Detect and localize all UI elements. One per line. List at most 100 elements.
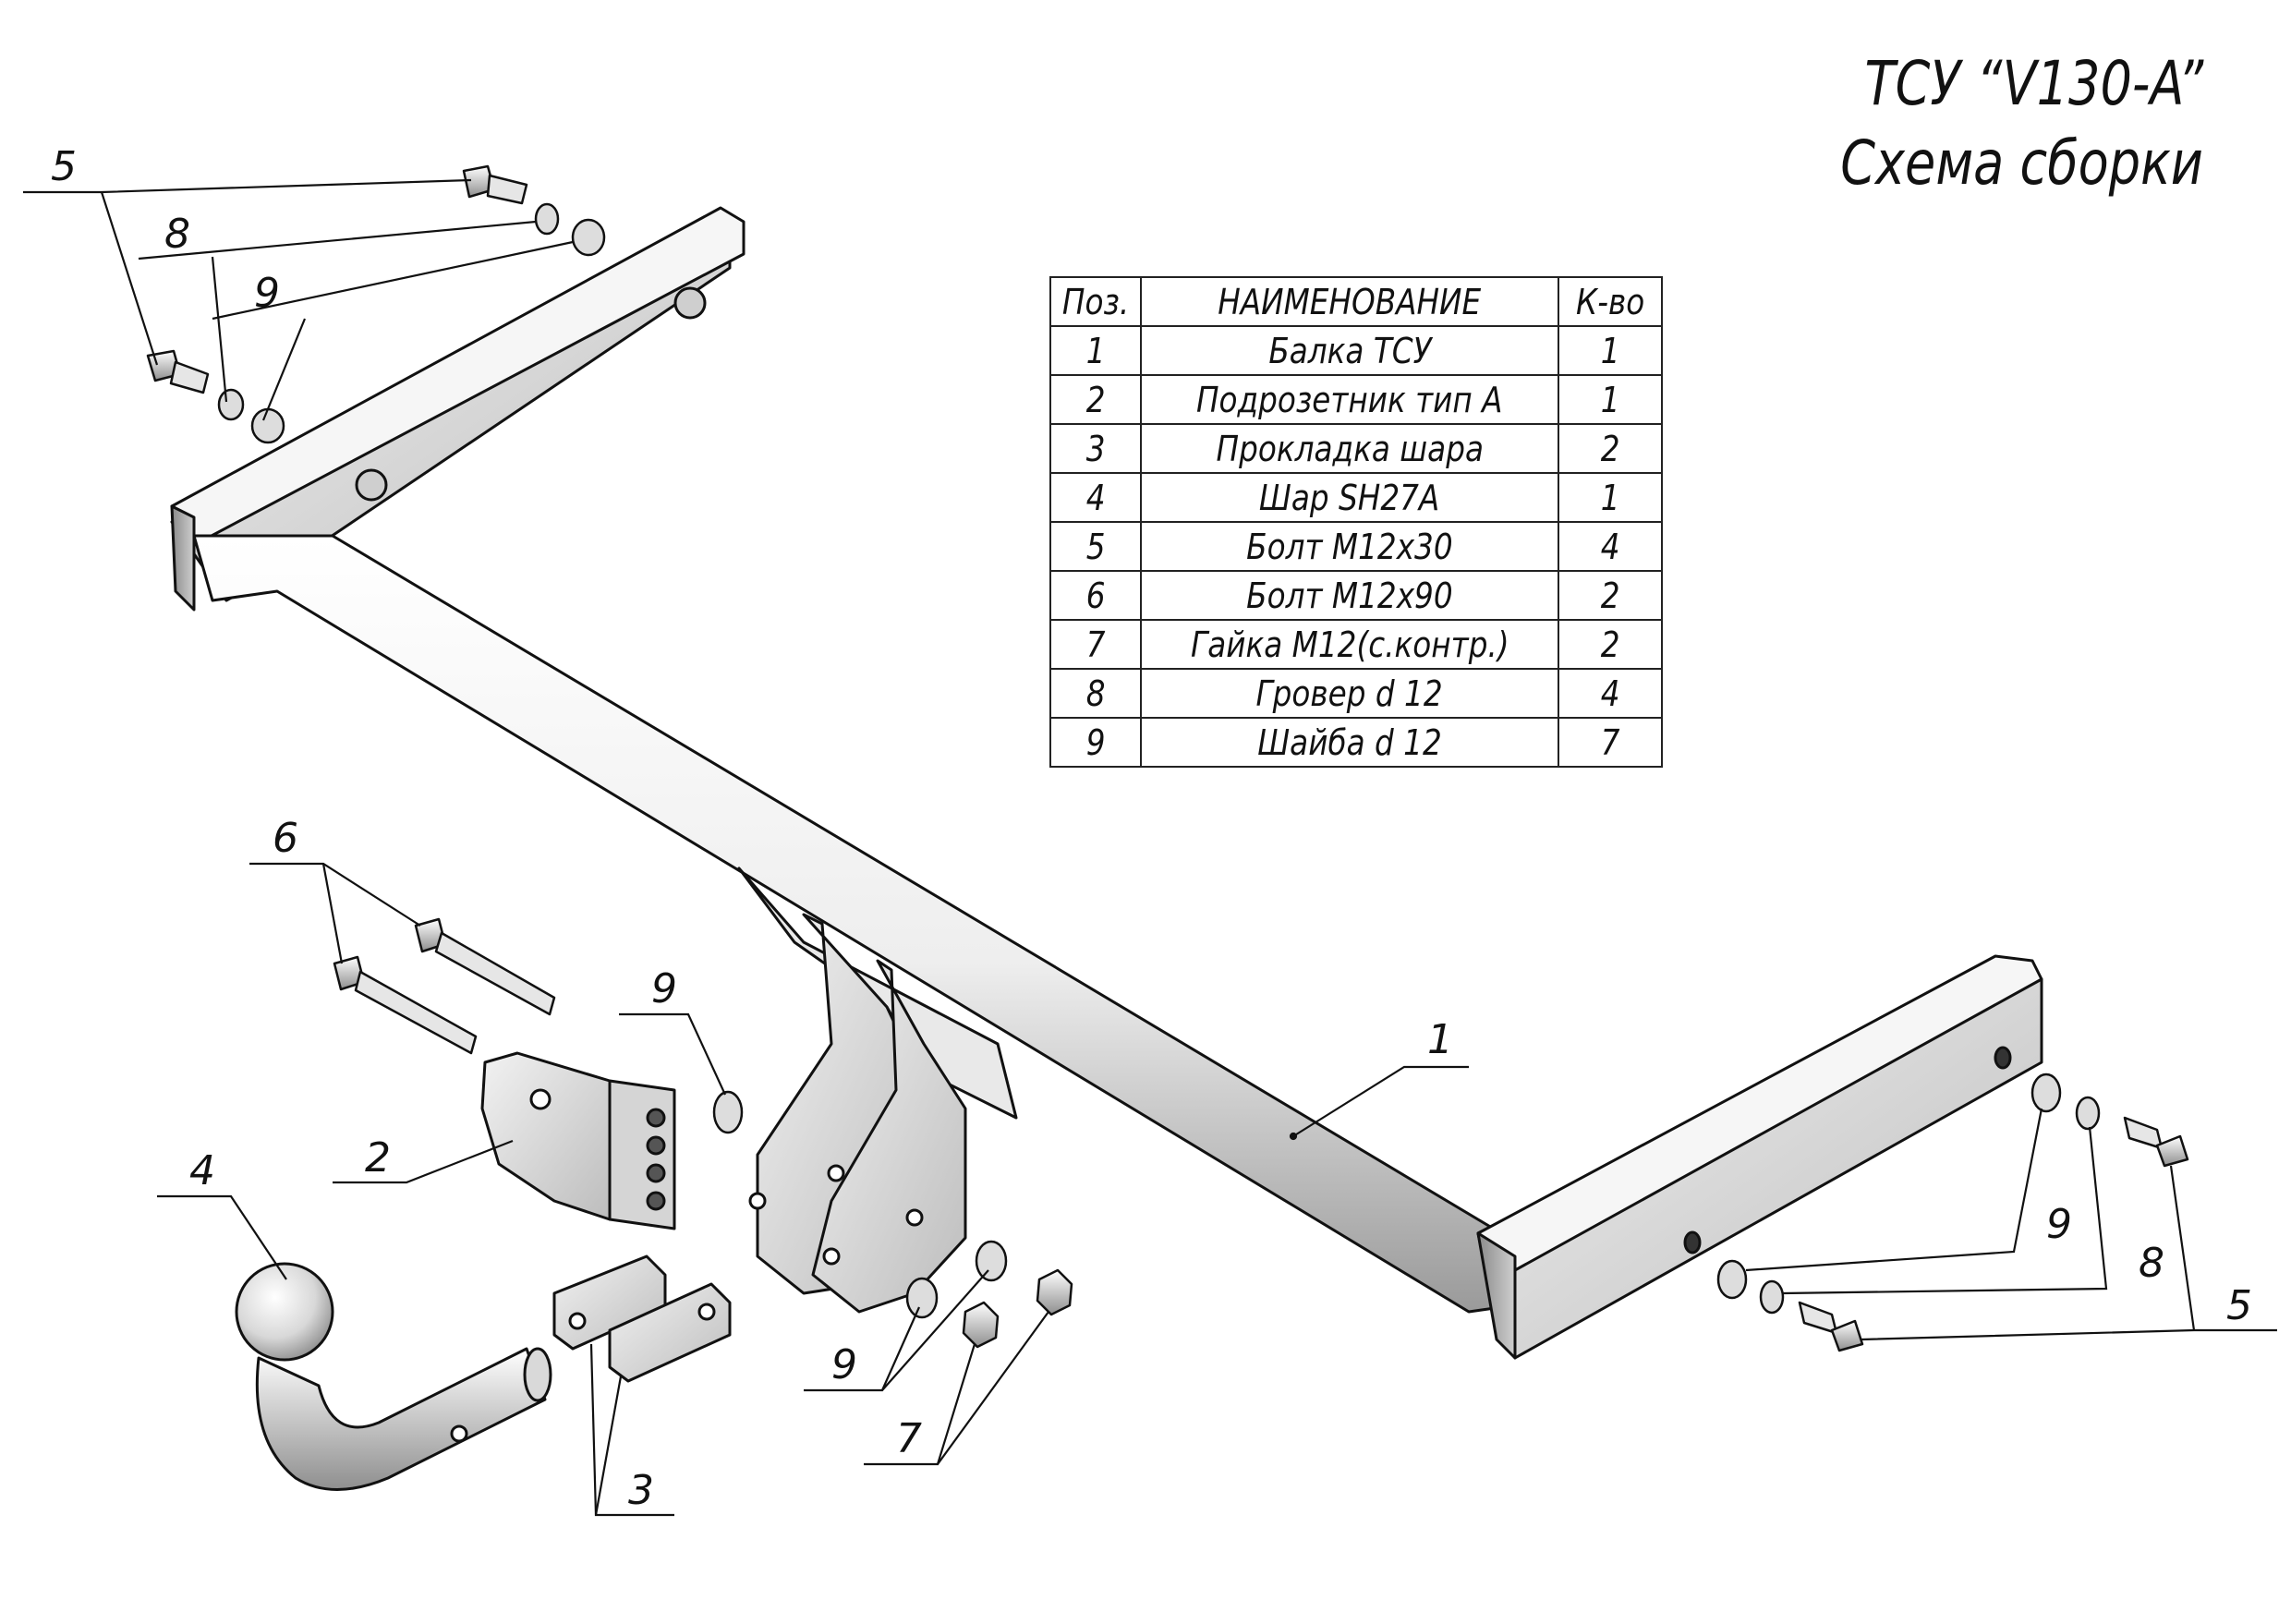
fasteners: [146, 164, 2189, 1352]
bolt-m12x90-upper: [414, 917, 556, 1016]
callout-3: 3: [628, 1467, 654, 1514]
cell-qty: 2: [1558, 619, 1663, 670]
leader-9-low: [804, 1306, 921, 1392]
callout-9-mid: 9: [651, 965, 677, 1012]
beam-right-hole-lower: [1683, 1230, 1702, 1254]
leader-2: [333, 1139, 514, 1184]
washer-ball-mount-upper: [712, 1090, 744, 1134]
table-row: 5 Болт М12х30 4: [1049, 521, 1663, 572]
nut-m12-lower: [962, 1301, 1000, 1349]
callout-9-left: 9: [254, 270, 280, 317]
callout-8-left: 8: [164, 211, 190, 258]
drawing-subtitle: Схема сборки: [1840, 127, 2203, 199]
callout-5-right: 5: [2226, 1282, 2252, 1329]
cell-name: Гайка М12(с.контр.): [1140, 619, 1559, 670]
socket-bracket-hole-3: [646, 1135, 666, 1156]
beam-right-bracket-end: [1476, 1231, 1517, 1360]
cell-pos: 9: [1049, 717, 1142, 768]
leader-6: [249, 862, 421, 927]
grover-left-upper: [534, 202, 560, 236]
leader-9-left: [212, 240, 574, 321]
callout-6: 6: [273, 815, 298, 862]
callout-numbers: 1 2 3 4 5 5 6 7 8 8 9 9 9 9: [51, 143, 2252, 1514]
socket-bracket-hole-2: [646, 1108, 666, 1128]
bolt-m12x30-left-lower: [146, 349, 210, 394]
leader-lines: [23, 178, 2277, 1517]
bolt-m12x30-right-upper: [2123, 1116, 2189, 1168]
cell-name: Шар SH27A: [1140, 472, 1559, 523]
drawing-title: ТСУ “V130-A”: [1864, 48, 2203, 119]
beam-part-1: [170, 206, 2043, 1360]
callout-1: 1: [1427, 1016, 1453, 1063]
header-pos: Поз.: [1049, 276, 1142, 327]
callout-4: 4: [189, 1147, 215, 1194]
cell-pos: 3: [1049, 423, 1142, 474]
leader-9-mid: [619, 1012, 726, 1096]
cell-qty: 2: [1558, 423, 1663, 474]
cell-pos: 6: [1049, 570, 1142, 621]
cell-qty: 4: [1558, 521, 1663, 572]
socket-bracket-hole-5: [646, 1191, 666, 1211]
table-row: 9 Шайба d 12 7: [1049, 717, 1663, 768]
cell-name: Шайба d 12: [1140, 717, 1559, 768]
ball-spacers-part-3: [552, 1254, 732, 1383]
grover-right-lower: [1759, 1279, 1785, 1315]
socket-bracket-hole-4: [646, 1163, 666, 1183]
table-row: 2 Подрозетник тип А 1: [1049, 374, 1663, 425]
beam-right-hole-upper: [1994, 1046, 2012, 1070]
cell-name: Прокладка шара: [1140, 423, 1559, 474]
ball-mount-hole-3: [822, 1247, 841, 1266]
header-qty: К-во: [1558, 276, 1663, 327]
parts-table-header-row: Поз. НАИМЕНОВАНИЕ К-во: [1049, 276, 1663, 327]
tow-ball-shank-hole: [450, 1424, 468, 1443]
cell-qty: 4: [1558, 668, 1663, 719]
beam-left-bracket-top-flange: [170, 206, 745, 547]
washer-lower-1: [905, 1277, 939, 1319]
cell-pos: 8: [1049, 668, 1142, 719]
cell-name: Гровер d 12: [1140, 668, 1559, 719]
tow-ball-head: [235, 1262, 334, 1362]
tow-ball-shank-end: [523, 1347, 552, 1402]
callout-2: 2: [365, 1134, 391, 1182]
cell-qty: 1: [1558, 472, 1663, 523]
callout-7: 7: [896, 1415, 922, 1462]
table-row: 6 Болт М12х90 2: [1049, 570, 1663, 621]
header-name: НАИМЕНОВАНИЕ: [1140, 276, 1559, 327]
callout-9-low: 9: [831, 1341, 857, 1388]
beam-main-tube: [192, 534, 1503, 1314]
beam-left-weld-nut-lower: [355, 468, 388, 502]
leader-1: [1292, 1065, 1469, 1137]
tow-ball-part-4: [235, 1262, 552, 1491]
socket-bracket-hole-1: [529, 1088, 552, 1110]
cell-qty: 1: [1558, 325, 1663, 376]
cell-qty: 1: [1558, 374, 1663, 425]
leader-5-right: [1861, 1328, 2277, 1341]
leader-4: [157, 1194, 287, 1280]
callout-5-left: 5: [51, 143, 77, 190]
grover-right-upper: [2075, 1096, 2101, 1131]
cell-qty: 2: [1558, 570, 1663, 621]
socket-bracket-face: [480, 1051, 612, 1221]
cell-name: Балка ТСУ: [1140, 325, 1559, 376]
cell-pos: 5: [1049, 521, 1142, 572]
ball-mount-hole-4: [905, 1208, 924, 1227]
bolt-m12x90-lower: [333, 955, 478, 1055]
ball-mount-hole-2: [827, 1164, 845, 1182]
cell-pos: 4: [1049, 472, 1142, 523]
grover-left-lower: [217, 388, 245, 421]
washer-right-lower: [1716, 1259, 1748, 1300]
cell-name: Болт М12х30: [1140, 521, 1559, 572]
leader-5-left: [23, 178, 472, 194]
callout-8-right: 8: [2139, 1240, 2164, 1287]
beam-right-bracket-top-flange: [1476, 954, 2043, 1272]
washer-right-upper: [2030, 1073, 2062, 1113]
cell-pos: 1: [1049, 325, 1142, 376]
table-row: 3 Прокладка шара 2: [1049, 423, 1663, 474]
socket-bracket-part-2: [480, 1051, 676, 1230]
nut-m12-upper: [1036, 1268, 1073, 1316]
ball-spacer-2-hole: [697, 1303, 716, 1321]
ball-mount-hole-1: [748, 1192, 767, 1210]
table-row: 7 Гайка М12(с.контр.) 2: [1049, 619, 1663, 670]
